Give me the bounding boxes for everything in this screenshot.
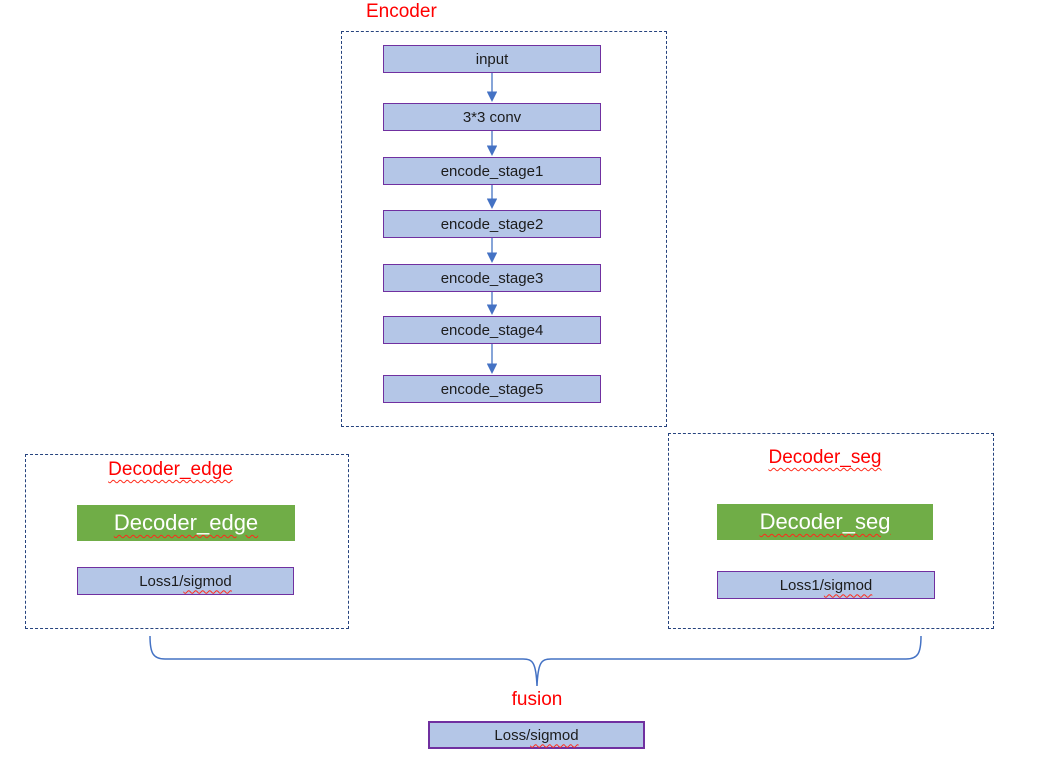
decoder-edge-block: Decoder_edge bbox=[77, 505, 295, 541]
stage-box-encode-stage1: encode_stage1 bbox=[383, 157, 601, 185]
fusion-title: fusion bbox=[511, 689, 563, 710]
loss-label-prefix: Loss1/ bbox=[779, 576, 824, 594]
decoder-seg-loss-box: Loss1/sigmod bbox=[717, 571, 935, 599]
loss-label-word: sigmod bbox=[183, 572, 232, 590]
decoder-edge-group bbox=[25, 454, 349, 629]
stage-box-conv: 3*3 conv bbox=[383, 103, 601, 131]
stage-box-encode-stage5: encode_stage5 bbox=[383, 375, 601, 403]
encoder-group bbox=[341, 31, 667, 427]
loss-label-prefix: Loss1/ bbox=[139, 572, 184, 590]
stage-box-encode-stage4: encode_stage4 bbox=[383, 316, 601, 344]
stage-box-encode-stage3: encode_stage3 bbox=[383, 264, 601, 292]
fusion-brace bbox=[149, 635, 922, 687]
loss-label-prefix: Loss/ bbox=[494, 726, 531, 744]
loss-label-word: sigmod bbox=[823, 576, 873, 594]
stage-box-encode-stage2: encode_stage2 bbox=[383, 210, 601, 238]
loss-label-word: sigmod bbox=[530, 726, 579, 744]
encoder-title: Encoder bbox=[366, 1, 437, 22]
decoder-seg-group bbox=[668, 433, 994, 629]
decoder-edge-title: Decoder_edge bbox=[108, 459, 233, 480]
stage-box-input: input bbox=[383, 45, 601, 73]
decoder-seg-title: Decoder_seg bbox=[768, 447, 882, 468]
fusion-loss-box: Loss/sigmod bbox=[428, 721, 645, 749]
decoder-seg-block: Decoder_seg bbox=[717, 504, 933, 540]
decoder-edge-loss-box: Loss1/sigmod bbox=[77, 567, 294, 595]
